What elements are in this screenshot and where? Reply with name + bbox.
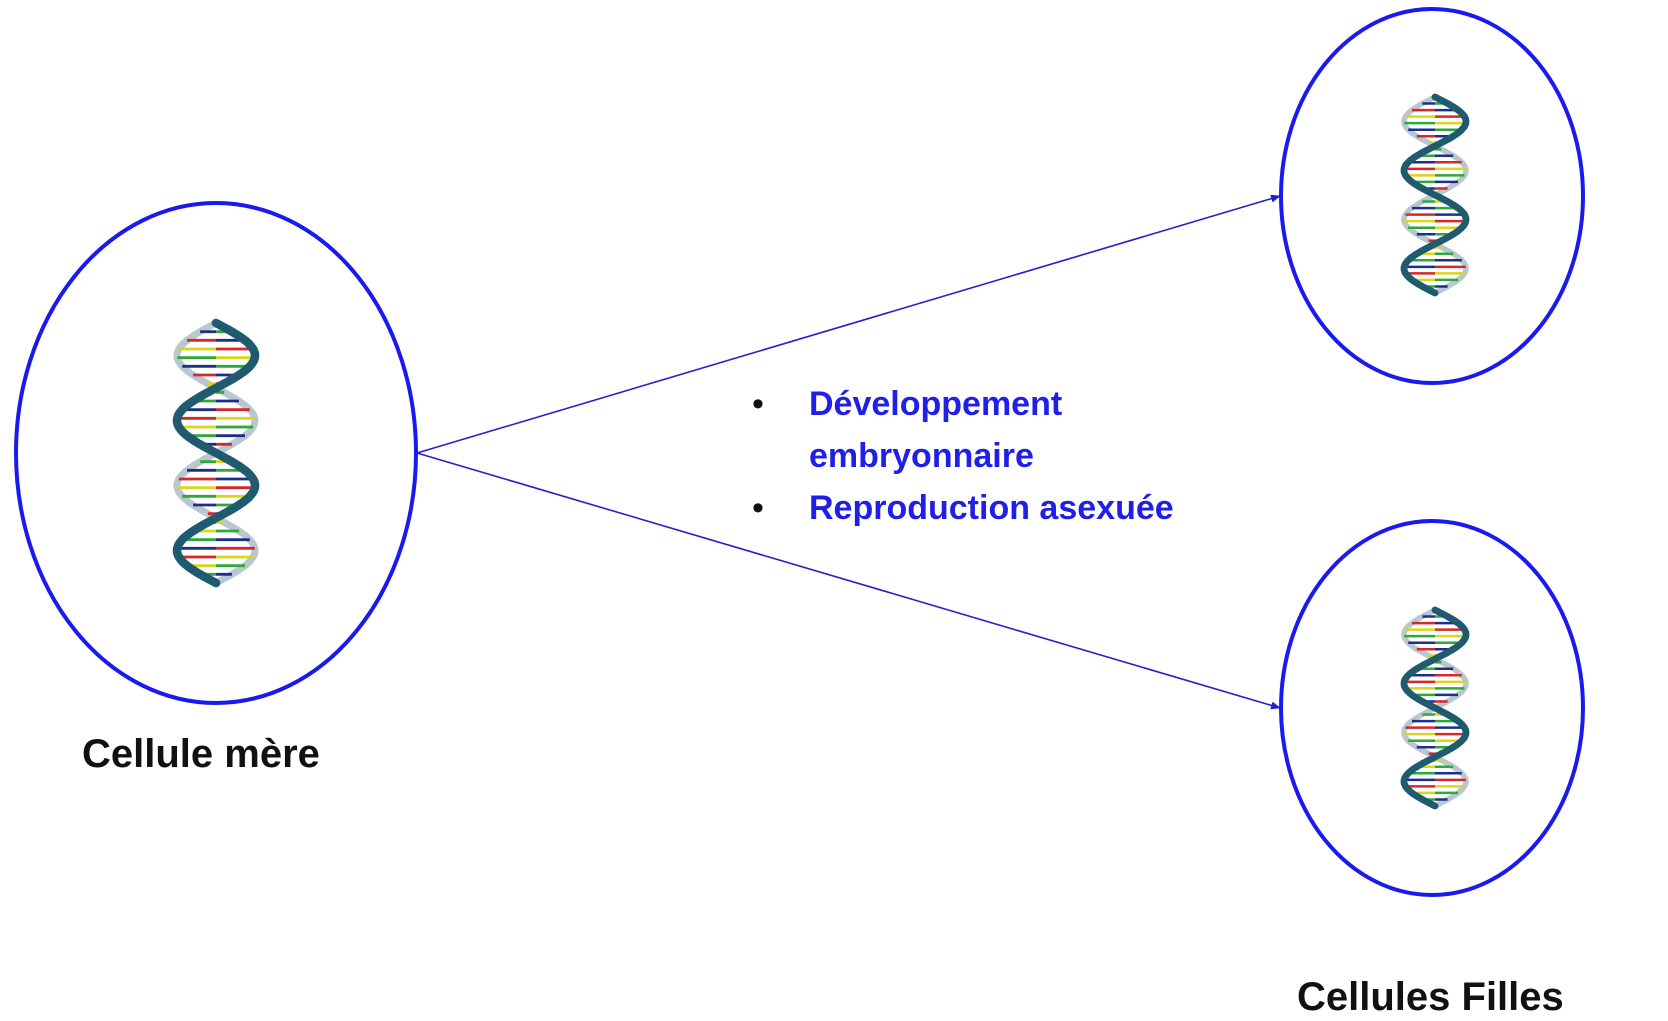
context-item: • Développement embryonnaire: [752, 378, 1289, 482]
dna-front-strand: [1400, 93, 1470, 297]
dna-icon: [1400, 606, 1470, 810]
daughter-cell-bottom: [1279, 519, 1585, 897]
dna-icon: [172, 318, 260, 588]
dna-icon: [1400, 93, 1470, 297]
context-item-label: Développement embryonnaire: [809, 385, 1063, 475]
bullet-icon: •: [752, 489, 764, 527]
dna-front-strand: [1400, 606, 1470, 810]
context-list: • Développement embryonnaire • Reproduct…: [752, 378, 1289, 534]
mother-cell-label: Cellule mère: [82, 732, 320, 776]
context-item: • Reproduction asexuée: [752, 482, 1289, 534]
arrow-to-daughter-cell-bottom: [416, 452, 1281, 710]
arrow-to-daughter-cell-top: [416, 194, 1281, 454]
context-item-label: Reproduction asexuée: [809, 489, 1174, 527]
dna-front-strand: [172, 318, 260, 588]
mother-cell: [14, 201, 418, 705]
daughter-cell-top: [1279, 7, 1585, 385]
bullet-icon: •: [752, 385, 764, 423]
daughter-cells-label: Cellules Filles: [1297, 975, 1564, 1019]
